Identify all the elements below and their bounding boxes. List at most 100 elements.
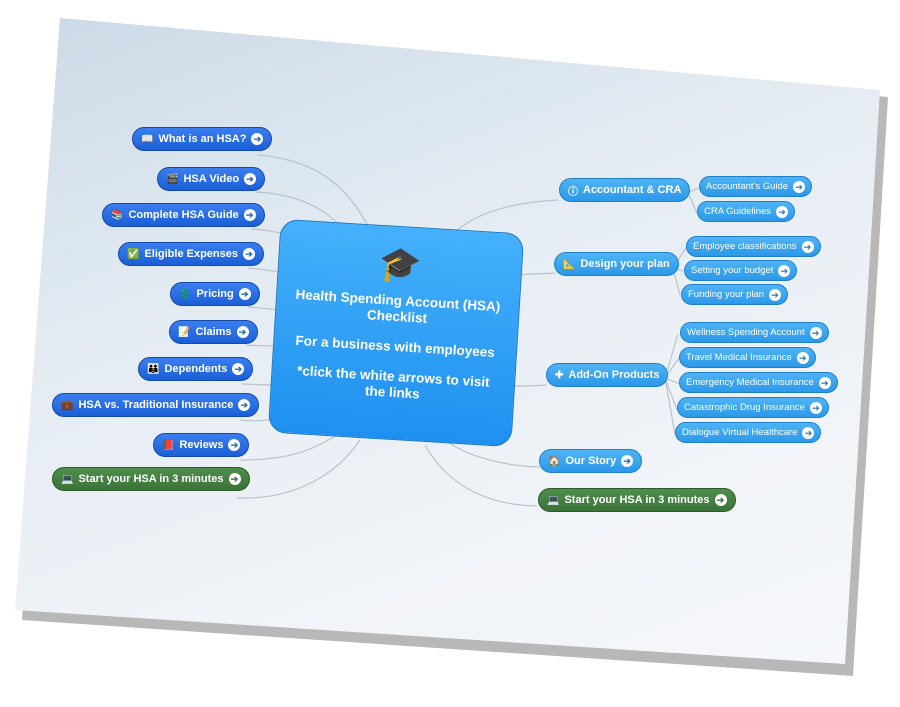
link-arrow-icon[interactable]: ➔: [232, 363, 245, 375]
review-book-icon: 📕: [162, 439, 175, 451]
link-arrow-icon[interactable]: ➔: [236, 326, 249, 338]
home-icon: 🏠: [548, 455, 561, 467]
node-label: Design your plan: [580, 258, 670, 270]
node-label: Claims: [195, 326, 232, 338]
guide-icon: 📚: [111, 209, 124, 221]
center-instruction: *click the white arrows to visit the lin…: [296, 363, 491, 402]
link-arrow-icon[interactable]: ➔: [238, 399, 251, 411]
connector-right-4: [444, 439, 541, 468]
link-arrow-icon[interactable]: ➔: [244, 173, 257, 185]
info-icon: ⓘ: [568, 186, 578, 198]
node-label: Catastrophic Drug Insurance: [684, 402, 805, 413]
link-arrow-icon[interactable]: ➔: [714, 494, 727, 506]
link-arrow-icon[interactable]: ➔: [809, 326, 822, 339]
graduation-cap-icon: 🎓: [377, 244, 423, 286]
family-icon: 👪: [147, 363, 160, 375]
link-arrow-icon[interactable]: ➔: [776, 205, 789, 218]
node-wellness-spending[interactable]: Wellness Spending Account ➔: [680, 322, 829, 343]
node-label: CRA Guidelines: [704, 206, 772, 217]
node-dialogue-virtual[interactable]: Dialogue Virtual Healthcare ➔: [675, 422, 822, 443]
laptop-icon: 💻: [61, 473, 74, 485]
book-icon: 📖: [141, 133, 154, 145]
node-hsa-vs-traditional[interactable]: 💼 HSA vs. Traditional Insurance ➔: [52, 393, 260, 417]
node-label: Accountant & CRA: [583, 184, 682, 196]
node-accountants-guide[interactable]: Accountant's Guide ➔: [699, 176, 813, 197]
node-design-plan[interactable]: 📐 Design your plan: [554, 252, 679, 276]
node-cra-guidelines[interactable]: CRA Guidelines ➔: [697, 201, 796, 222]
node-claims[interactable]: 📝 Claims ➔: [169, 320, 258, 344]
node-start-hsa-right[interactable]: 💻 Start your HSA in 3 minutes ➔: [538, 488, 736, 512]
node-what-is-hsa[interactable]: 📖 What is an HSA? ➔: [132, 127, 273, 151]
node-label: Dependents: [164, 363, 228, 375]
link-arrow-icon[interactable]: ➔: [796, 351, 809, 364]
connector-right-1: [454, 199, 559, 233]
link-arrow-icon[interactable]: ➔: [802, 426, 815, 439]
node-label: Dialogue Virtual Healthcare: [682, 427, 798, 438]
link-arrow-icon[interactable]: ➔: [243, 209, 256, 221]
video-icon: 🎬: [166, 173, 179, 185]
node-emergency-medical[interactable]: Emergency Medical Insurance ➔: [679, 372, 838, 393]
link-arrow-icon[interactable]: ➔: [809, 401, 822, 414]
node-employee-classifications[interactable]: Employee classifications ➔: [686, 236, 821, 257]
node-label: Pricing: [196, 288, 234, 300]
node-label: Reviews: [179, 439, 224, 451]
node-hsa-video[interactable]: 🎬 HSA Video ➔: [157, 167, 266, 191]
node-label: Add-On Products: [568, 369, 660, 381]
link-arrow-icon[interactable]: ➔: [621, 455, 634, 467]
node-eligible-expenses[interactable]: ✅ Eligible Expenses ➔: [118, 242, 264, 266]
dollar-icon: 💲: [179, 288, 192, 300]
connector-right-5: [424, 444, 538, 507]
center-subtitle: For a business with employees: [295, 332, 496, 361]
node-pricing[interactable]: 💲 Pricing ➔: [170, 282, 260, 306]
briefcase-icon: 💼: [61, 399, 74, 411]
design-icon: 📐: [563, 258, 576, 270]
node-label: Travel Medical Insurance: [686, 352, 792, 363]
link-arrow-icon[interactable]: ➔: [793, 180, 806, 193]
node-dependents[interactable]: 👪 Dependents ➔: [138, 357, 254, 381]
connector-right-3: [514, 384, 547, 387]
node-label: HSA Video: [183, 173, 240, 185]
node-label: Funding your plan: [688, 289, 765, 300]
node-label: Our Story: [565, 455, 617, 467]
node-start-hsa-left[interactable]: 💻 Start your HSA in 3 minutes ➔: [52, 467, 250, 491]
connector-sub-p: [664, 333, 681, 435]
node-label: Accountant's Guide: [706, 181, 789, 192]
connector-left-10: [236, 439, 361, 499]
node-setting-budget[interactable]: Setting your budget ➔: [684, 260, 798, 281]
plus-icon: ✚: [555, 369, 564, 381]
node-label: HSA vs. Traditional Insurance: [78, 399, 234, 411]
node-our-story[interactable]: 🏠 Our Story ➔: [539, 449, 643, 473]
node-label: Start your HSA in 3 minutes: [564, 494, 710, 506]
link-arrow-icon[interactable]: ➔: [251, 133, 264, 145]
node-catastrophic-drug[interactable]: Catastrophic Drug Insurance ➔: [677, 397, 829, 418]
connector-left-1: [257, 154, 371, 231]
link-arrow-icon[interactable]: ➔: [818, 376, 831, 389]
link-arrow-icon[interactable]: ➔: [238, 288, 251, 300]
link-arrow-icon[interactable]: ➔: [228, 439, 241, 451]
checkmark-icon: ✅: [127, 248, 140, 260]
center-title: Health Spending Account (HSA) Checklist: [295, 286, 501, 326]
center-topic: 🎓 Health Spending Account (HSA) Checklis…: [267, 218, 525, 448]
node-label: Employee classifications: [693, 241, 797, 252]
node-complete-hsa-guide[interactable]: 📚 Complete HSA Guide ➔: [102, 203, 265, 227]
node-accountant-cra[interactable]: ⓘ Accountant & CRA: [559, 178, 691, 202]
node-label: Setting your budget: [691, 265, 774, 276]
node-label: What is an HSA?: [158, 133, 247, 145]
laptop-icon: 💻: [547, 494, 560, 506]
connector-right-2: [519, 272, 556, 276]
link-arrow-icon[interactable]: ➔: [778, 264, 791, 277]
link-arrow-icon[interactable]: ➔: [228, 473, 241, 485]
node-label: Eligible Expenses: [144, 248, 238, 260]
node-label: Wellness Spending Account: [687, 327, 805, 338]
node-add-on-products[interactable]: ✚ Add-On Products: [546, 363, 669, 387]
node-reviews[interactable]: 📕 Reviews ➔: [153, 433, 250, 457]
node-label: Emergency Medical Insurance: [686, 377, 814, 388]
link-arrow-icon[interactable]: ➔: [801, 240, 814, 253]
node-label: Complete HSA Guide: [128, 209, 239, 221]
node-label: Start your HSA in 3 minutes: [78, 473, 224, 485]
link-arrow-icon[interactable]: ➔: [769, 288, 782, 301]
claim-form-icon: 📝: [178, 326, 191, 338]
node-travel-medical[interactable]: Travel Medical Insurance ➔: [679, 347, 816, 368]
node-funding-plan[interactable]: Funding your plan ➔: [681, 284, 789, 305]
link-arrow-icon[interactable]: ➔: [243, 248, 255, 260]
